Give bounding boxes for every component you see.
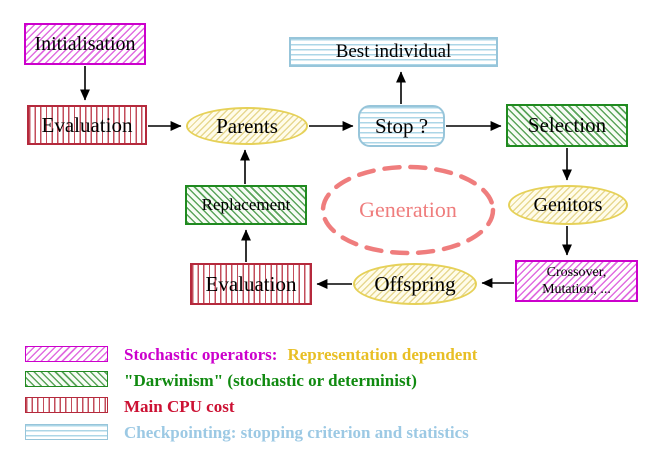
legend-text-stochastic-operators: Stochastic operators: Representation depe… bbox=[124, 345, 477, 365]
node-genitors-label: Genitors bbox=[533, 193, 603, 216]
node-evaluation-top-label: Evaluation bbox=[41, 112, 133, 137]
legend-text-main-cpu-cost: Main CPU cost bbox=[124, 397, 235, 416]
node-initialisation: Initialisation bbox=[24, 23, 146, 65]
legend-swatch-darwinism bbox=[25, 371, 108, 387]
legend-swatch-stochastic-operators bbox=[25, 346, 108, 362]
node-parents: Parents bbox=[186, 107, 308, 145]
node-initialisation-label: Initialisation bbox=[34, 32, 136, 55]
node-genitors: Genitors bbox=[508, 185, 628, 225]
legend-swatch-checkpointing bbox=[25, 424, 108, 440]
node-crossover-mutation: Crossover, Mutation, ... bbox=[515, 260, 638, 302]
node-replacement: Replacement bbox=[185, 185, 307, 225]
node-offspring-label: Offspring bbox=[374, 271, 456, 296]
node-stop: Stop ? bbox=[358, 105, 445, 147]
legend-text-darwinism: "Darwinism" (stochastic or determinist) bbox=[124, 371, 417, 390]
node-best-individual-label: Best individual bbox=[335, 41, 452, 62]
generation-label: Generation bbox=[359, 197, 457, 222]
node-selection-label: Selection bbox=[527, 113, 607, 137]
node-stop-label: Stop ? bbox=[374, 113, 429, 138]
node-evaluation-top: Evaluation bbox=[27, 105, 147, 145]
node-offspring: Offspring bbox=[353, 263, 477, 305]
node-crossover-line1: Crossover, bbox=[546, 264, 607, 280]
node-parents-label: Parents bbox=[216, 113, 278, 138]
legend-swatch-main-cpu-cost bbox=[25, 397, 108, 413]
node-best-individual: Best individual bbox=[289, 37, 498, 67]
legend-label-stochastic: Stochastic operators: bbox=[124, 345, 278, 364]
node-selection: Selection bbox=[506, 104, 628, 147]
node-evaluation-bottom: Evaluation bbox=[190, 263, 312, 305]
node-crossover-line2: Mutation, ... bbox=[542, 282, 611, 297]
node-replacement-label: Replacement bbox=[201, 195, 291, 214]
legend-label-representation-dependent: Representation dependent bbox=[287, 345, 478, 364]
legend-text-checkpointing: Checkpointing: stopping criterion and st… bbox=[124, 423, 469, 442]
node-evaluation-bottom-label: Evaluation bbox=[205, 271, 297, 296]
